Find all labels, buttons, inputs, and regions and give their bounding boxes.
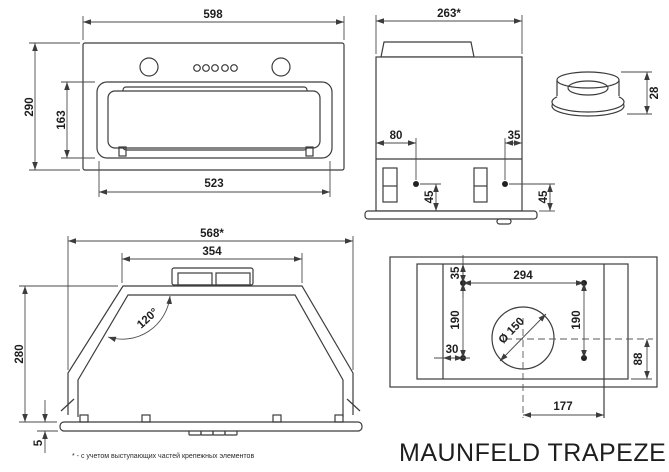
top-view: Ø 150 35 294 190 190 30 88 177 xyxy=(389,255,658,418)
hood-side-outline xyxy=(375,56,523,212)
bottom-panel xyxy=(59,421,363,432)
dim-label-center-to-side: 177 xyxy=(553,401,572,413)
filter-clip-left xyxy=(118,146,127,157)
mount-slot-left xyxy=(382,167,398,203)
dim-label-depth: 263* xyxy=(437,8,461,20)
lamp-right xyxy=(271,57,291,77)
corner-tick xyxy=(346,398,361,412)
diameter-line xyxy=(499,313,547,362)
trapeze-inner-wall xyxy=(77,294,344,417)
control-button xyxy=(193,64,201,72)
panel-tab xyxy=(141,414,151,423)
angle-arc xyxy=(107,295,172,343)
flange-view: 28 xyxy=(551,71,661,117)
corner-tick xyxy=(60,398,75,412)
dim-label-hole-spacing-y-right: 190 xyxy=(571,310,583,329)
dim-label-hole-spacing-y-left: 190 xyxy=(450,310,462,329)
dim-label-top-width: 354 xyxy=(202,246,222,258)
dim-label-section-height: 280 xyxy=(14,344,26,363)
section-view: 120° 568* 354 280 5 xyxy=(14,228,363,453)
mount-slot-right xyxy=(473,167,488,203)
control-button xyxy=(211,64,219,72)
mount-point-right xyxy=(502,181,508,187)
dim-label-filter-width: 523 xyxy=(204,178,223,190)
control-button xyxy=(230,64,238,72)
dim-label-flange-thickness: 5 xyxy=(33,439,45,446)
dim-label-filter-height: 163 xyxy=(56,110,68,129)
bottom-tab xyxy=(496,218,512,225)
dim-label-center-to-back: 88 xyxy=(633,352,645,365)
lamp-left xyxy=(139,57,159,77)
dim-label-left-offset: 80 xyxy=(390,130,403,142)
duct-collar-outline xyxy=(380,41,475,58)
side-view: 263* 80 35 45 45 xyxy=(364,8,555,225)
control-button xyxy=(221,64,229,72)
dim-label-flange-height: 28 xyxy=(649,86,661,99)
panel-tab xyxy=(79,414,89,423)
mount-point-left xyxy=(413,181,419,187)
filter-panel xyxy=(107,90,321,149)
dim-label-edge-to-hole: 35 xyxy=(450,266,462,279)
flange-inner-hole xyxy=(567,80,609,96)
dim-label-front-height: 290 xyxy=(24,97,36,116)
flange-cylinder-rim xyxy=(556,71,620,89)
product-title: MAUNFELD TRAPEZE xyxy=(399,439,666,467)
footnote-text: * - с учетом выступающих частей крепежны… xyxy=(72,452,254,460)
panel-tab xyxy=(272,414,282,423)
dim-label-right-offset: 35 xyxy=(508,130,521,142)
dim-label-right-drop: 45 xyxy=(538,190,550,203)
dim-label-hole-spacing-x: 294 xyxy=(513,270,533,282)
dim-label-left-drop: 45 xyxy=(424,190,436,203)
dim-label-side-to-hole: 30 xyxy=(446,344,459,356)
bottom-flange-plate xyxy=(364,210,538,220)
dim-label-overall-width: 568* xyxy=(200,228,224,240)
panel-tab xyxy=(334,414,344,423)
duct-outlet-port xyxy=(215,272,251,286)
dim-label-front-width: 598 xyxy=(203,9,223,21)
duct-outlet-port xyxy=(177,272,213,286)
filter-clip-right xyxy=(305,146,314,157)
front-view: 598 290 163 523 xyxy=(24,9,345,197)
dim-label-angle: 120° xyxy=(135,306,161,331)
control-button xyxy=(202,64,210,72)
trapeze-outer-wall xyxy=(67,285,354,415)
